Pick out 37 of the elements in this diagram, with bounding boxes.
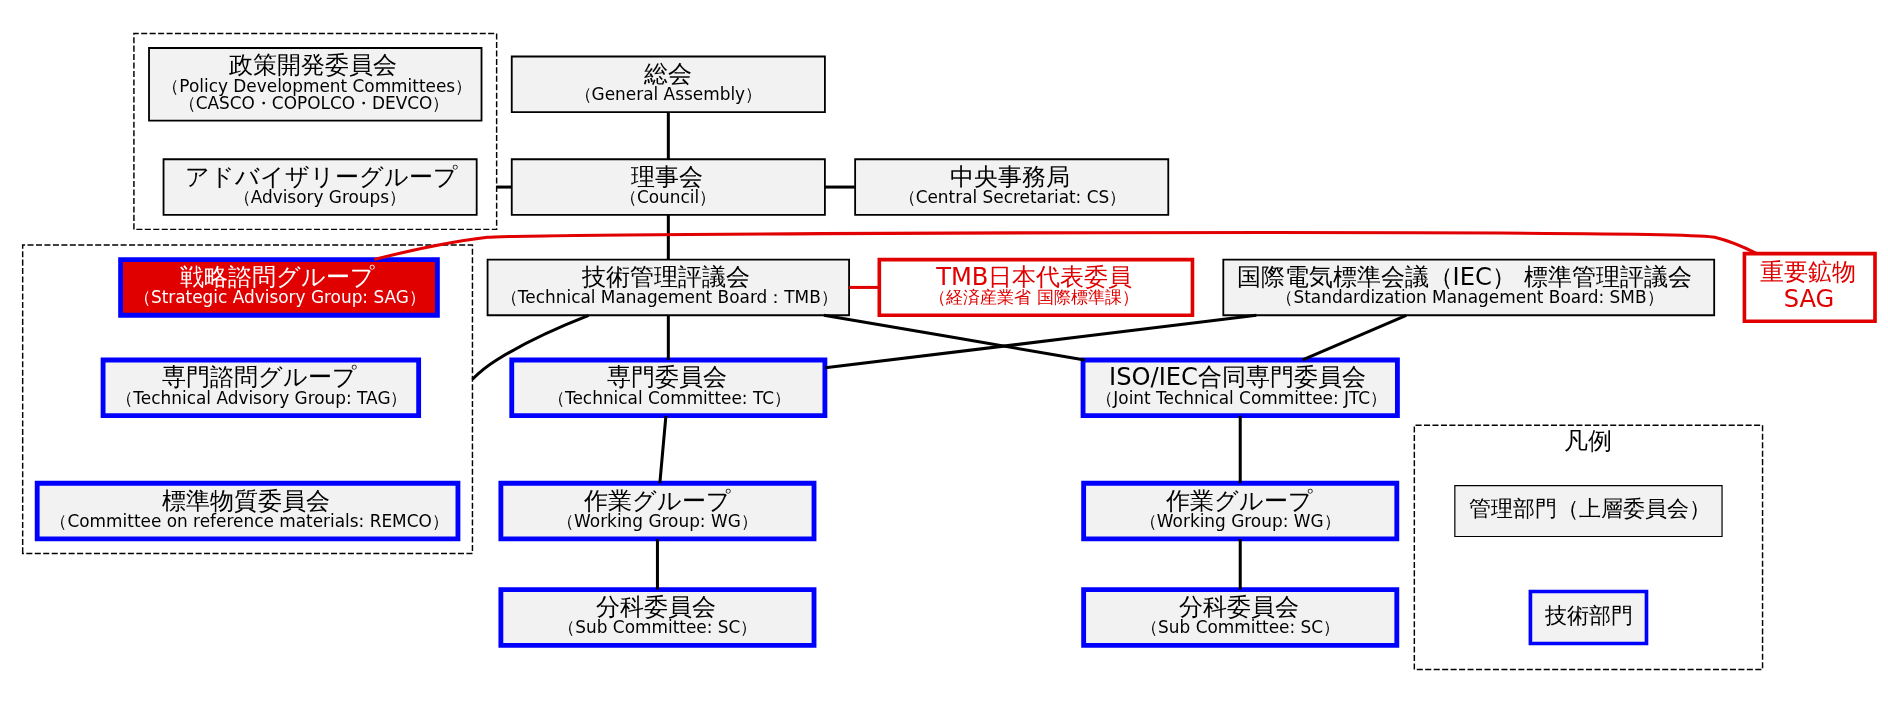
node-box: TMB日本代表委員 （経済産業省 国際標準課） [877, 257, 1195, 318]
legend-label: 管理部門（上層委員会） [1468, 496, 1711, 522]
node-box: 作業グループ （Working Group: WG） [1081, 480, 1400, 542]
node-box: 技術管理評議会 （Technical Management Board：TMB） [486, 258, 850, 317]
cluster [133, 32, 498, 231]
node-box: 作業グループ （Working Group: WG） [498, 480, 817, 542]
connector [655, 539, 659, 590]
node-box: 専門委員会 （Technical Committee: TC） [509, 357, 828, 418]
legend-label: 技術部門 [1544, 602, 1633, 628]
node-box: 専門諮問グループ （Technical Advisory Group: TAG） [100, 357, 422, 418]
node-box: 分科委員会 （Sub Committee: SC） [1081, 587, 1400, 648]
node-box: 理事会 （Council） [510, 158, 826, 216]
connector [825, 313, 1257, 370]
connector [666, 315, 670, 360]
connector [823, 313, 1085, 362]
connector [496, 185, 512, 189]
node-box: 分科委員会 （Sub Committee: SC） [498, 587, 817, 648]
node-box: 国際電気標準会議（IEC） 標準管理評議会 （Standardization Management Board: SMB） [1222, 258, 1716, 317]
node-box: 戦略諮問グループ （Strategic Advisory Group: SAG） [118, 257, 440, 318]
connector [1238, 415, 1242, 484]
node-box: 政策開発委員会 （Policy Development Committees） （CASCO・COPOLCO・DEVCO） [148, 47, 483, 122]
connector [1238, 539, 1242, 590]
connector [471, 313, 590, 381]
node-box: 中央事務局 （Central Secretariat: CS） [854, 158, 1170, 216]
connector [824, 185, 855, 189]
connector [373, 231, 1757, 261]
node-box: アドバイザリーグループ （Advisory Groups） [162, 158, 478, 216]
connector [666, 215, 670, 260]
connector [658, 415, 668, 484]
node-box: 重要鉱物 SAG [1742, 251, 1877, 324]
node-box: 総会 （General Assembly） [510, 55, 826, 113]
connector [1302, 314, 1407, 362]
node-box: ISO/IEC合同専門委員会 （Joint Technical Committee: JTC） [1080, 357, 1400, 418]
cluster [21, 244, 474, 555]
node-box: 標準物質委員会 （Committee on reference materials: REMCO） [34, 480, 461, 542]
connector [666, 112, 670, 160]
connector [849, 285, 880, 289]
